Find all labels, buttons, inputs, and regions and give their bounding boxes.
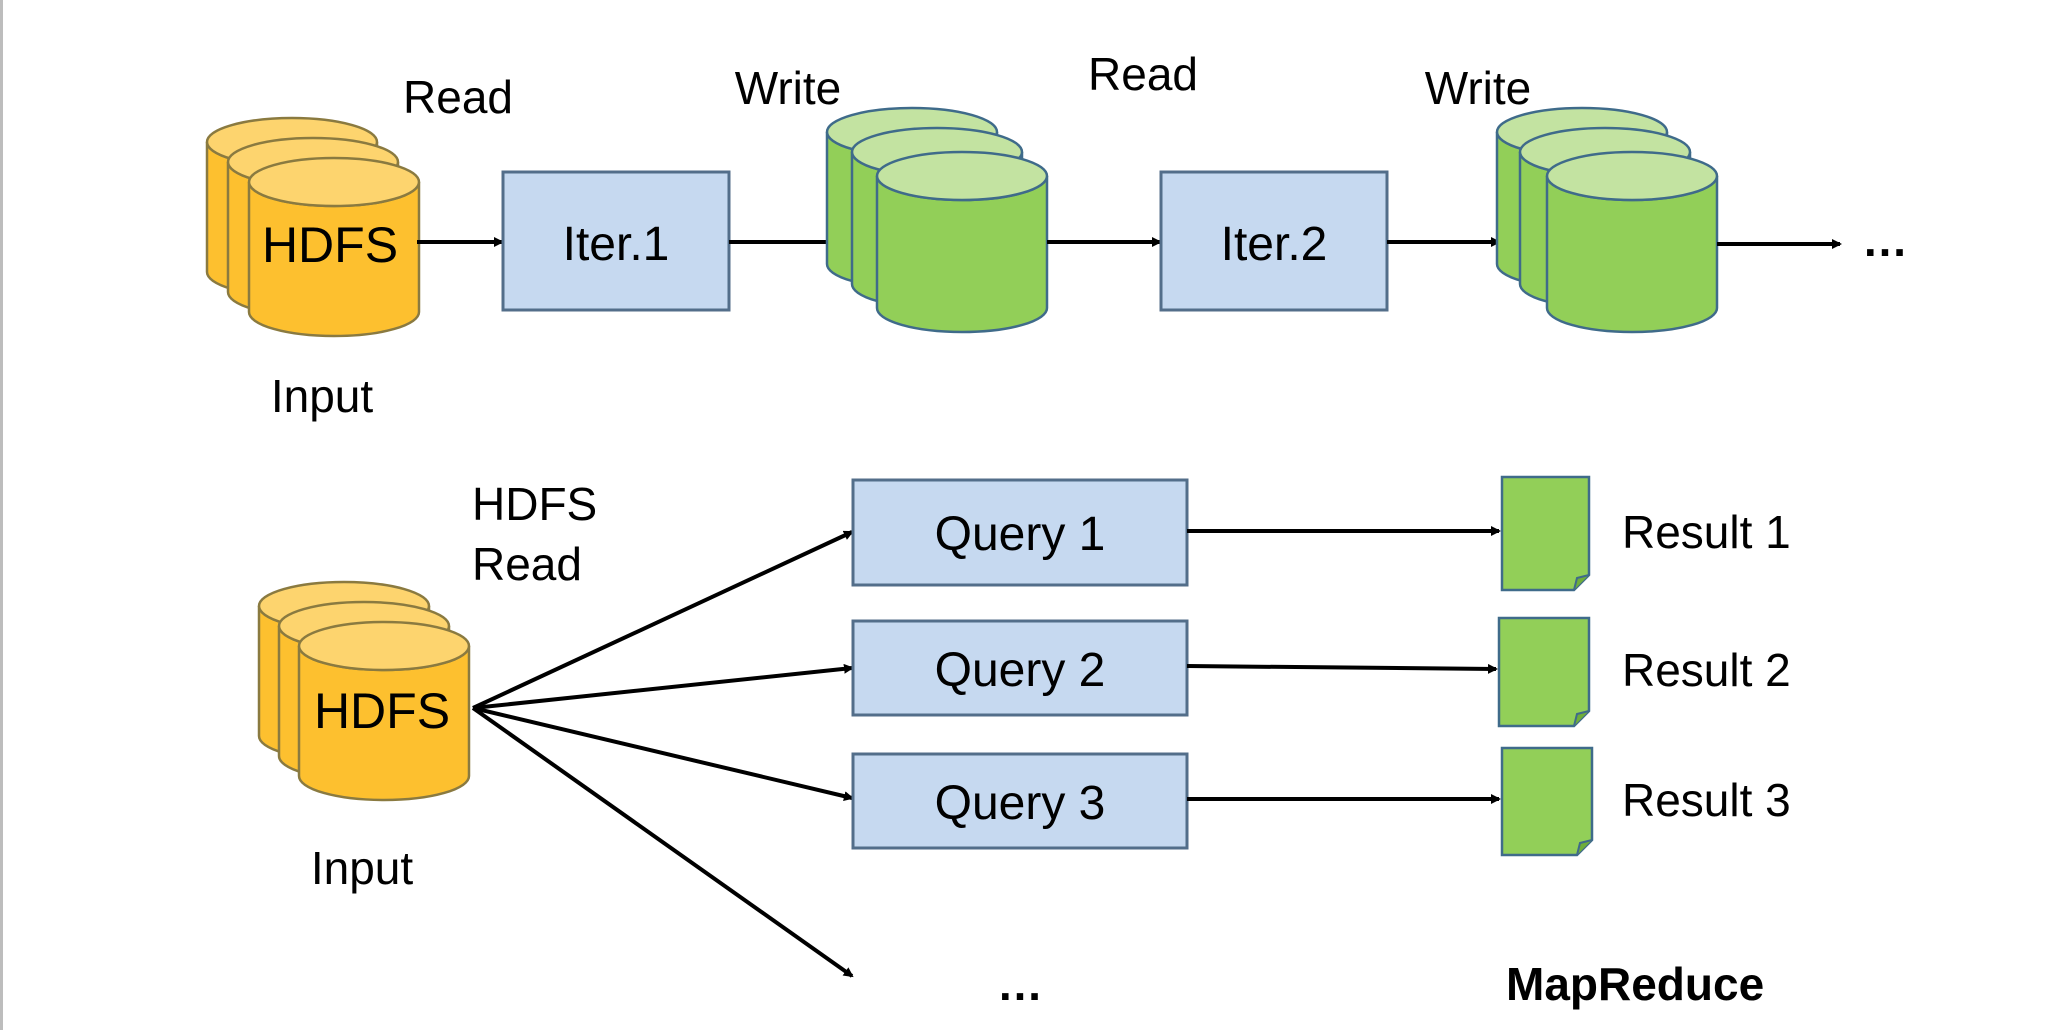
iter2-box: Iter.2 (1159, 170, 1389, 312)
ellipsis-top: … (1862, 214, 1908, 266)
read-label-1: Read (403, 71, 513, 123)
arrow-hdfs-to-more-queries (471, 706, 854, 978)
mapreduce-label: MapReduce (1506, 958, 1764, 1010)
hdfs-cylinder-front (247, 156, 421, 338)
iter1-box: Iter.1 (501, 170, 731, 312)
arrow-hdfs-to-query3 (472, 706, 854, 802)
arrow-hdfs-to-query1 (472, 530, 854, 710)
hdfs-cylinder-front (297, 620, 471, 802)
result-1-label: Result 1 (1622, 506, 1791, 558)
query-1-box: Query 1 (851, 478, 1189, 587)
left-edge-border (0, 0, 3, 1030)
green-cylinder-front (1545, 150, 1719, 334)
result-3-document (1500, 746, 1594, 857)
iter1-label: Iter.1 (563, 218, 670, 271)
green-cylinder-front (875, 150, 1049, 334)
result-2-document (1497, 616, 1591, 728)
hdfs-read-label-line1: HDFS (472, 478, 597, 530)
intermediate-storage-stack-1 (825, 106, 1049, 334)
input-caption-bottom: Input (311, 842, 414, 894)
query-1-label: Query 1 (935, 508, 1106, 561)
ellipsis-bottom: … (997, 958, 1043, 1010)
result-2-label: Result 2 (1622, 644, 1791, 696)
hdfs-label-bottom: HDFS (314, 683, 450, 739)
hdfs-input-stack-bottom: HDFS (257, 580, 471, 802)
write-label-1: Write (735, 62, 842, 114)
query-2-box: Query 2 (851, 619, 1189, 717)
query-3-label: Query 3 (935, 777, 1106, 830)
query-3-box: Query 3 (851, 752, 1189, 850)
arrow-hdfs-to-query2 (472, 663, 854, 710)
hdfs-input-stack-top: HDFS (205, 116, 421, 338)
query-2-label: Query 2 (935, 644, 1106, 697)
intermediate-storage-stack-2 (1495, 106, 1719, 334)
hdfs-label-top: HDFS (262, 217, 398, 273)
hdfs-read-label-line2: Read (472, 538, 582, 590)
write-label-2: Write (1425, 62, 1532, 114)
result-3-label: Result 3 (1622, 774, 1791, 826)
iter2-label: Iter.2 (1221, 218, 1328, 271)
arrow-query2-to-result2 (1186, 663, 1498, 674)
read-label-2: Read (1088, 48, 1198, 100)
input-caption-top: Input (271, 370, 374, 422)
result-1-document (1500, 475, 1591, 592)
